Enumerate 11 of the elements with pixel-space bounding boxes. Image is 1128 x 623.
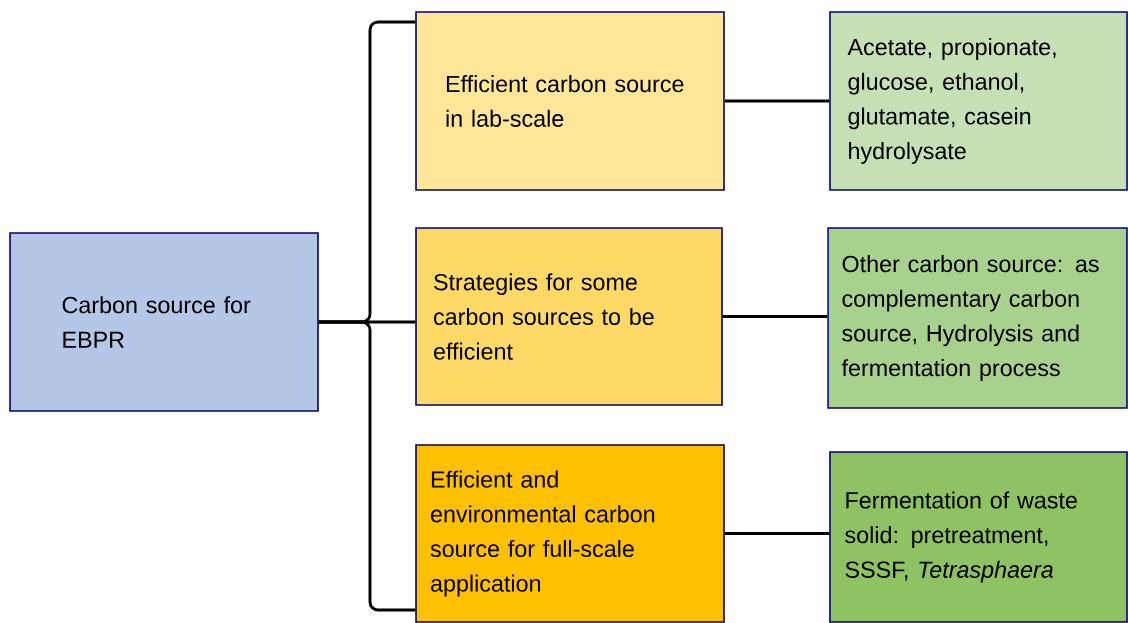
bracket-connector (318, 320, 416, 612)
text-box: Fermentation of waste solid: pretreatment, SSSF, Tetrasphaera (829, 451, 1128, 623)
connector-line (722, 315, 828, 318)
text-box: Acetate, propionate, glucose, ethanol, glutamate, casein hydrolysate (829, 11, 1128, 191)
text-box: Other carbon source: as complementary carbon source, Hydrolysis and fermentation process (827, 227, 1128, 409)
text-box: Strategies for some carbon sources to be efficient (415, 227, 723, 406)
text-box: Carbon source for EBPR (9, 232, 319, 412)
connector-line (724, 532, 830, 535)
text-box: Efficient carbon source in lab-scale (415, 11, 725, 191)
text-box: Efficient and environmental carbon source for full-scale application (415, 444, 725, 623)
connector-line (724, 99, 830, 103)
